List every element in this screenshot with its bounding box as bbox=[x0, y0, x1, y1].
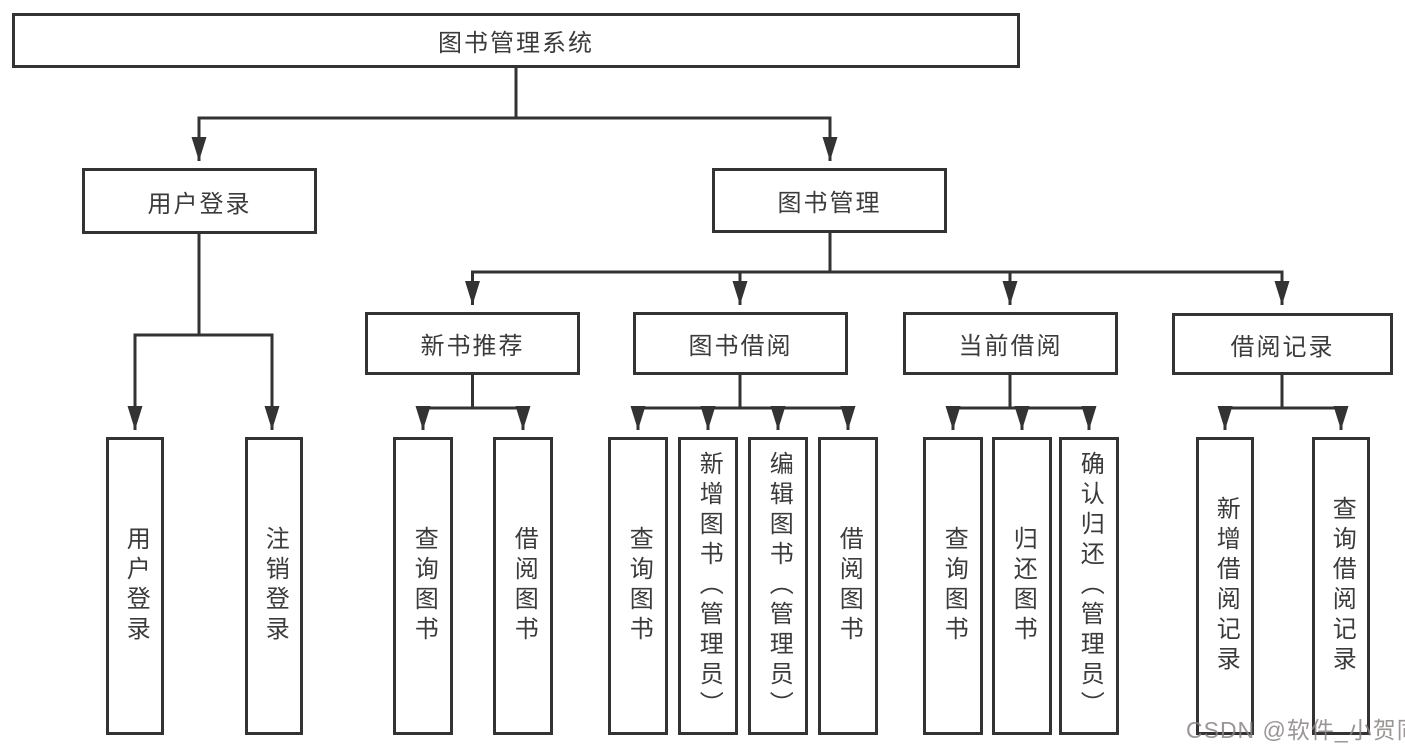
node-book-management-label: 图书管理 bbox=[777, 190, 882, 217]
leaf-borrow-books-label: 借阅图书 bbox=[835, 526, 863, 646]
leaf-return-books: 归还图书 bbox=[992, 437, 1052, 735]
node-book-borrow-label: 图书借阅 bbox=[688, 333, 793, 360]
node-borrow-records-label: 借阅记录 bbox=[1230, 333, 1335, 361]
leaf-query-books-current: 查询图书 bbox=[923, 437, 983, 735]
node-root: 图书管理系统 bbox=[12, 13, 1020, 68]
leaf-add-books-admin-label: 新增图书（管理员） bbox=[695, 451, 723, 721]
node-user-login: 用户登录 bbox=[82, 168, 317, 234]
leaf-query-books-borrow-label: 查询图书 bbox=[625, 526, 653, 646]
leaf-user-login: 用户登录 bbox=[106, 437, 164, 735]
node-borrow-records: 借阅记录 bbox=[1172, 313, 1393, 375]
leaf-query-books-recommend-label: 查询图书 bbox=[410, 526, 438, 646]
leaf-query-borrow-record: 查询借阅记录 bbox=[1312, 437, 1370, 735]
leaf-query-books-recommend: 查询图书 bbox=[393, 437, 453, 735]
leaf-edit-books-admin-label: 编辑图书（管理员） bbox=[765, 451, 793, 721]
node-new-book-recommend: 新书推荐 bbox=[365, 312, 580, 375]
leaf-query-books-borrow: 查询图书 bbox=[608, 437, 668, 735]
leaf-logout: 注销登录 bbox=[245, 437, 303, 735]
node-book-management: 图书管理 bbox=[712, 168, 947, 233]
node-new-book-recommend-label: 新书推荐 bbox=[420, 333, 525, 360]
leaf-confirm-return-admin-label: 确认归还（管理员） bbox=[1076, 451, 1104, 721]
leaf-borrow-books-recommend: 借阅图书 bbox=[493, 437, 553, 735]
csdn-watermark: CSDN @软件_小贺同学 bbox=[1186, 717, 1405, 743]
node-user-login-label: 用户登录 bbox=[147, 190, 252, 218]
leaf-user-login-label: 用户登录 bbox=[122, 526, 150, 646]
node-current-borrow: 当前借阅 bbox=[903, 312, 1118, 375]
leaf-query-borrow-record-label: 查询借阅记录 bbox=[1328, 496, 1356, 676]
node-root-label: 图书管理系统 bbox=[438, 30, 594, 57]
leaf-logout-label: 注销登录 bbox=[261, 526, 289, 646]
leaf-borrow-books-recommend-label: 借阅图书 bbox=[510, 526, 538, 646]
leaf-borrow-books: 借阅图书 bbox=[818, 437, 878, 735]
leaf-edit-books-admin: 编辑图书（管理员） bbox=[748, 437, 808, 735]
leaf-add-books-admin: 新增图书（管理员） bbox=[678, 437, 738, 735]
leaf-confirm-return-admin: 确认归还（管理员） bbox=[1059, 437, 1119, 735]
node-current-borrow-label: 当前借阅 bbox=[958, 333, 1063, 360]
leaf-add-borrow-record-label: 新增借阅记录 bbox=[1212, 496, 1240, 676]
node-book-borrow: 图书借阅 bbox=[633, 312, 848, 375]
leaf-return-books-label: 归还图书 bbox=[1009, 526, 1037, 646]
leaf-query-books-current-label: 查询图书 bbox=[940, 526, 968, 646]
leaf-add-borrow-record: 新增借阅记录 bbox=[1196, 437, 1254, 735]
